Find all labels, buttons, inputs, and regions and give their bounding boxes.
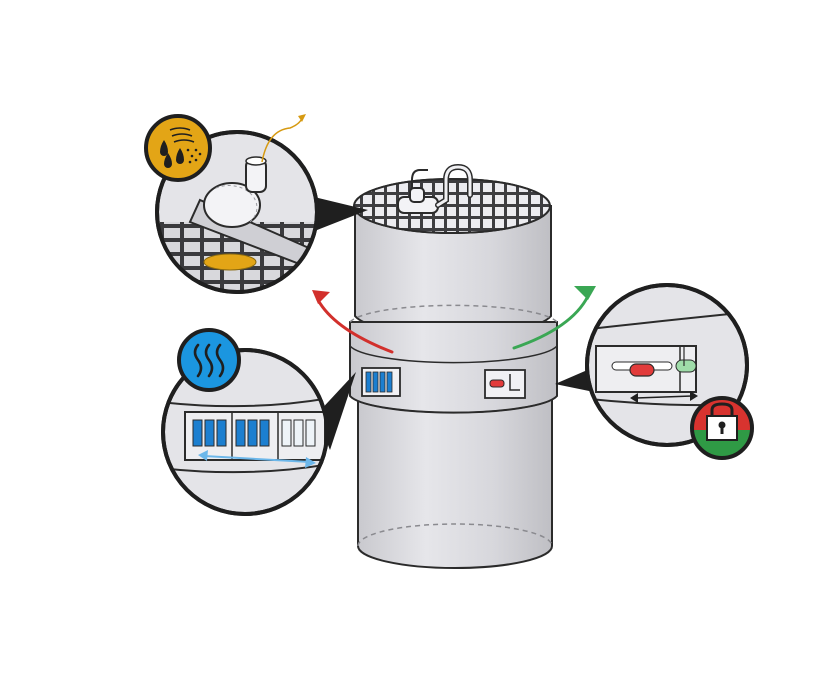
padlock-icon bbox=[690, 396, 754, 460]
top-valve bbox=[397, 163, 473, 214]
container-body bbox=[349, 178, 558, 569]
rotate-arrow-green bbox=[512, 286, 596, 350]
band-lock-slider bbox=[484, 369, 526, 399]
band-vent-window bbox=[361, 367, 401, 397]
heat-waves-icon bbox=[177, 328, 241, 392]
rotate-arrow-red bbox=[312, 290, 394, 354]
oil-drops-icon bbox=[144, 114, 212, 182]
